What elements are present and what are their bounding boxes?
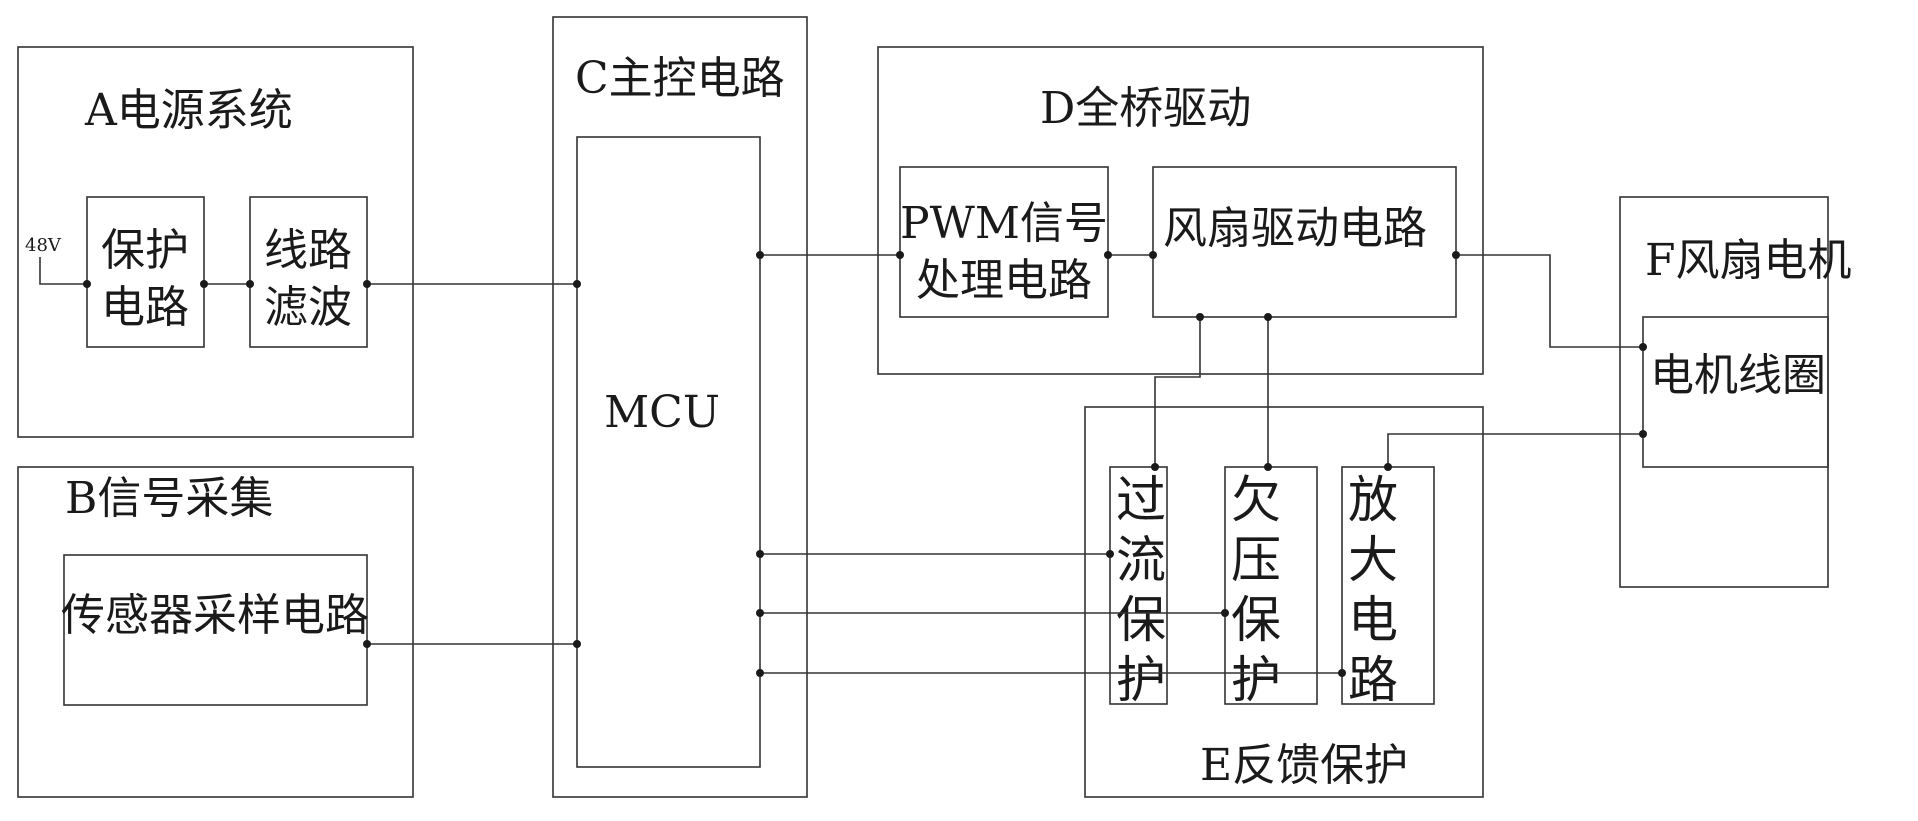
full-bridge-drive-title: D全桥驱动	[1040, 83, 1251, 134]
junction-dot	[363, 640, 371, 648]
fan-drive-circuit-label: 风扇驱动电路	[1163, 203, 1427, 254]
undervoltage-char-2: 压	[1231, 531, 1281, 589]
sensor-sampling-label: 传感器采样电路	[61, 590, 369, 641]
undervoltage-char-1: 欠	[1231, 471, 1281, 529]
junction-dot	[1452, 251, 1460, 259]
overcurrent-char-2: 流	[1116, 531, 1166, 589]
fan-motor-block: F风扇电机 电机线圈	[1620, 197, 1852, 587]
junction-dot	[896, 251, 904, 259]
junction-dot	[200, 280, 208, 288]
main-control-title: C主控电路	[575, 53, 785, 104]
power-system-block: A电源系统 保护 电路 线路 滤波 48V	[18, 47, 413, 437]
junction-dot	[573, 280, 581, 288]
line-filter-label-2: 滤波	[264, 282, 352, 333]
undervoltage-char-4: 护	[1231, 651, 1281, 709]
amplifier-char-4: 路	[1348, 651, 1398, 709]
mcu-box	[577, 137, 760, 767]
junction-dot	[1151, 463, 1159, 471]
junction-dot	[756, 609, 764, 617]
undervoltage-char-3: 保	[1231, 591, 1281, 649]
line-filter-label-1: 线路	[264, 225, 352, 276]
fan-motor-title: F风扇电机	[1645, 235, 1852, 286]
pwm-processing-label-2: 处理电路	[916, 255, 1092, 306]
junction-dot	[1384, 463, 1392, 471]
fan-drive-to-coil-wire	[1456, 255, 1643, 347]
junction-dot	[1106, 550, 1114, 558]
junction-dot	[756, 550, 764, 558]
pwm-processing-label-1: PWM信号	[900, 198, 1108, 249]
input-voltage-wire	[40, 257, 87, 284]
feedback-protection-title: E反馈保护	[1200, 740, 1408, 791]
input-voltage-label: 48V	[25, 235, 62, 256]
feedback-protection-block: E反馈保护 过 流 保 护 欠 压 保 护 放 大 电 路	[1085, 407, 1483, 797]
junction-dot	[756, 669, 764, 677]
junction-dot	[83, 280, 91, 288]
junction-dot	[1338, 669, 1346, 677]
motor-coil-label: 电机线圈	[1650, 350, 1826, 401]
junction-dot	[1196, 313, 1204, 321]
signal-acquisition-block: B信号采集 传感器采样电路	[18, 467, 413, 797]
full-bridge-drive-block: D全桥驱动 PWM信号 处理电路 风扇驱动电路	[878, 47, 1483, 374]
overcurrent-char-4: 护	[1116, 651, 1166, 709]
mcu-label: MCU	[604, 387, 720, 438]
junction-dot	[1221, 609, 1229, 617]
amplifier-char-2: 大	[1348, 531, 1398, 589]
junction-dot	[1149, 251, 1157, 259]
overcurrent-char-3: 保	[1116, 591, 1166, 649]
power-system-title: A电源系统	[84, 85, 293, 136]
signal-acquisition-title: B信号采集	[65, 473, 273, 524]
amplifier-char-3: 电	[1348, 591, 1398, 649]
protection-circuit-label-1: 保护	[101, 225, 189, 276]
overcurrent-char-1: 过	[1116, 471, 1166, 529]
junction-dot	[1264, 313, 1272, 321]
junction-dot	[573, 640, 581, 648]
junction-dot	[1264, 463, 1272, 471]
junction-dot	[1639, 343, 1647, 351]
junction-dot	[363, 280, 371, 288]
junction-dot	[246, 280, 254, 288]
junction-dot	[756, 251, 764, 259]
amplifier-char-1: 放	[1348, 471, 1398, 529]
coil-to-amplifier-wire	[1388, 434, 1643, 467]
junction-dot	[1104, 251, 1112, 259]
main-control-block: C主控电路 MCU	[553, 17, 807, 797]
protection-circuit-label-2: 电路	[101, 282, 189, 333]
junction-dot	[1639, 430, 1647, 438]
fan-drive-to-overcurrent-wire	[1155, 317, 1200, 467]
